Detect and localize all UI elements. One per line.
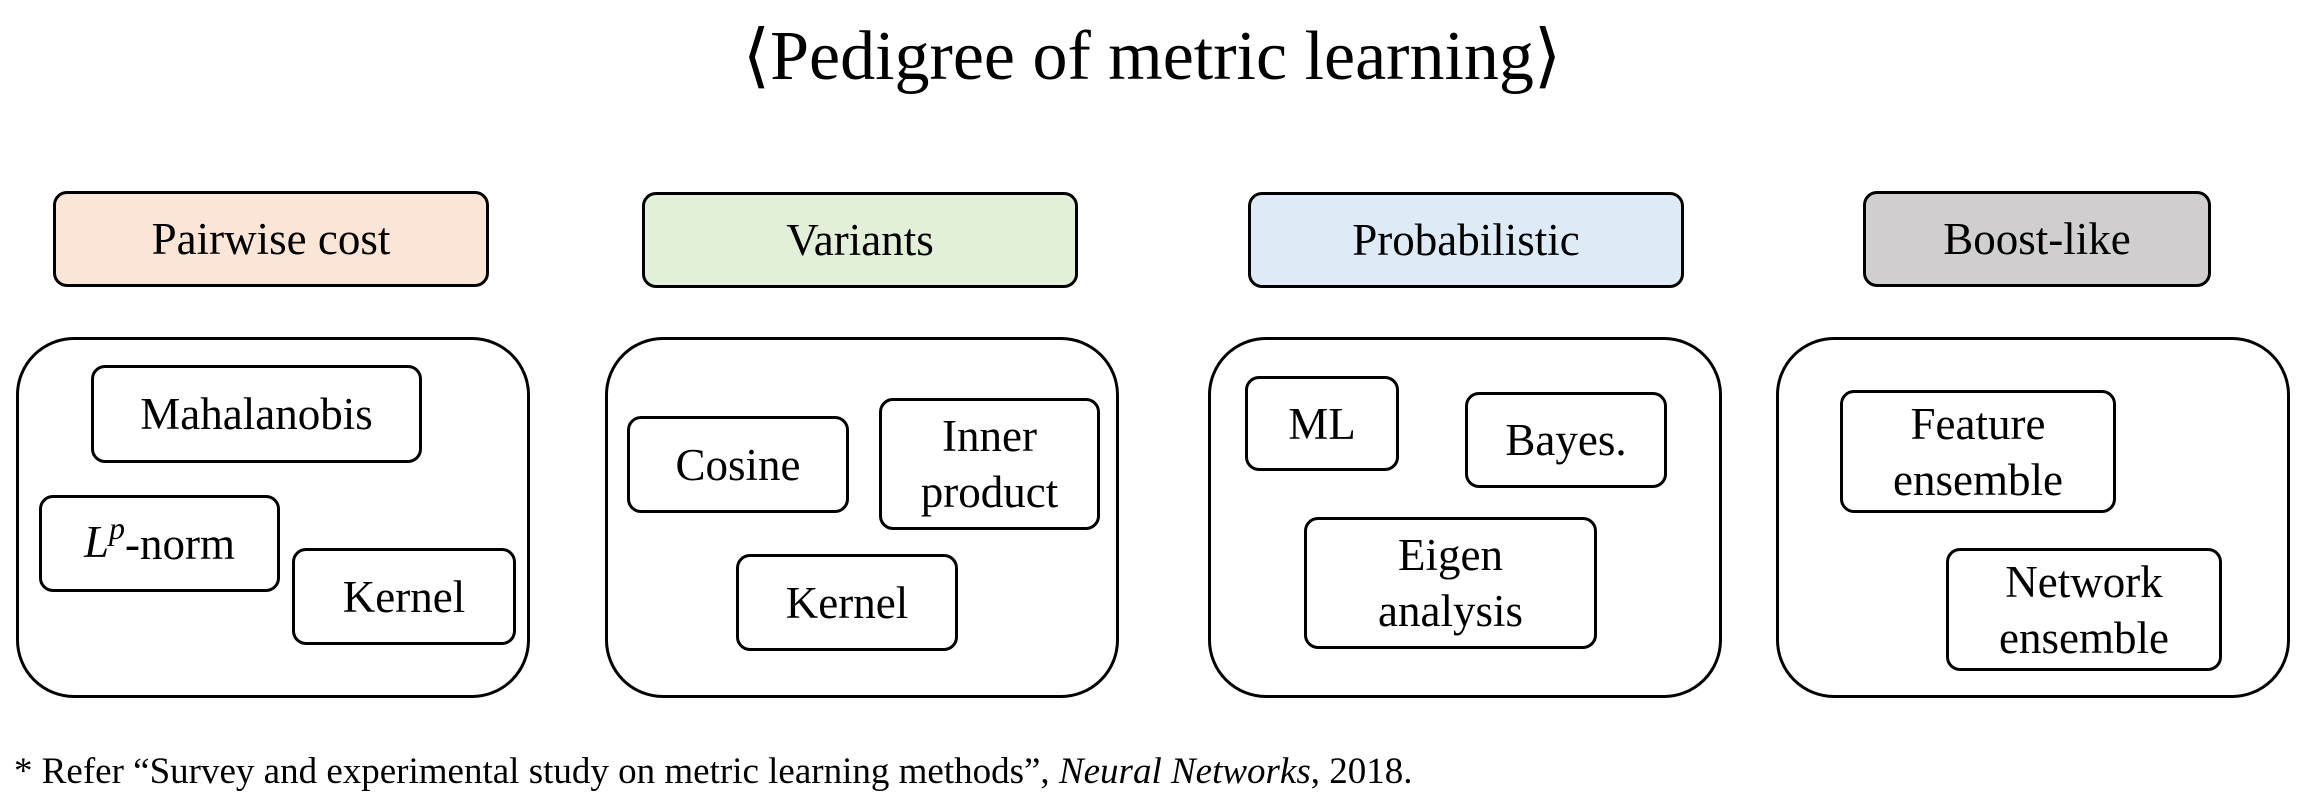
category-pairwise-cost: Pairwise cost (53, 191, 489, 287)
diagram-title: ⟨Pedigree of metric learning⟩ (742, 18, 1562, 95)
category-boost-like: Boost-like (1863, 191, 2211, 287)
group-boost-like (1776, 337, 2290, 698)
group-probabilistic (1208, 337, 1722, 698)
footnote-suffix: , 2018. (1310, 751, 1413, 792)
norm-symbol: Lp (83, 509, 126, 567)
item-mahalanobis: Mahalanobis (91, 365, 422, 463)
item-kernel-variants: Kernel (736, 554, 958, 651)
group-pairwise-cost (16, 337, 530, 698)
item-lp-norm: Lp-norm (39, 495, 280, 592)
item-ml: ML (1245, 376, 1399, 471)
category-probabilistic: Probabilistic (1248, 192, 1684, 288)
item-kernel-pairwise: Kernel (292, 548, 516, 645)
group-variants (605, 337, 1119, 698)
category-variants: Variants (642, 192, 1078, 288)
item-bayes: Bayes. (1465, 392, 1667, 488)
footnote: * Refer “Survey and experimental study o… (14, 750, 1413, 794)
item-cosine: Cosine (627, 416, 849, 513)
footnote-prefix: * Refer “Survey and experimental study o… (14, 751, 1059, 792)
footnote-journal: Neural Networks (1058, 751, 1311, 792)
